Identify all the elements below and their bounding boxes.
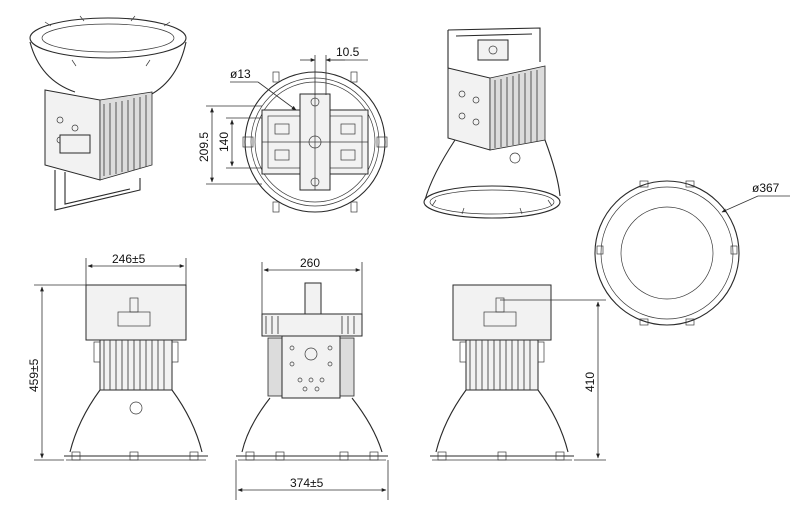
dim-label-overall-height: 459±5 xyxy=(27,358,41,392)
view-isometric-right xyxy=(423,27,561,219)
view-top-circular xyxy=(242,71,388,213)
dim-housing-width: 246±5 xyxy=(85,252,187,285)
dim-label-bolt-offset: 10.5 xyxy=(336,45,360,59)
dim-label-body-height: 410 xyxy=(583,372,597,392)
dim-label-housing-width: 246±5 xyxy=(112,252,146,266)
dim-ring-diameter: ø367 xyxy=(721,181,790,213)
dim-bracket-height: 209.5 xyxy=(197,105,262,185)
dim-hole-diameter: ø13 xyxy=(230,67,297,111)
dim-label-hole-diameter: ø13 xyxy=(230,67,251,81)
dim-label-reflector-width: 374±5 xyxy=(290,476,324,490)
dim-bracket-width: 260 xyxy=(261,256,363,314)
dim-reflector-width: 374±5 xyxy=(235,460,389,500)
view-front-left xyxy=(64,284,208,461)
dim-bracket-inner: 140 xyxy=(217,117,262,169)
view-front-right xyxy=(430,284,574,461)
dim-label-bracket-width: 260 xyxy=(300,256,320,270)
dim-body-height: 410 xyxy=(500,299,606,461)
dim-bolt-offset: 10.5 xyxy=(300,45,368,95)
dim-label-bracket-height: 209.5 xyxy=(197,132,211,162)
dim-label-bracket-inner: 140 xyxy=(217,132,231,152)
dim-overall-height: 459±5 xyxy=(27,284,86,461)
view-front-center xyxy=(236,282,388,461)
view-isometric-left xyxy=(29,15,187,211)
view-reflector-ring xyxy=(594,180,740,326)
dim-label-ring-diameter: ø367 xyxy=(752,181,780,195)
